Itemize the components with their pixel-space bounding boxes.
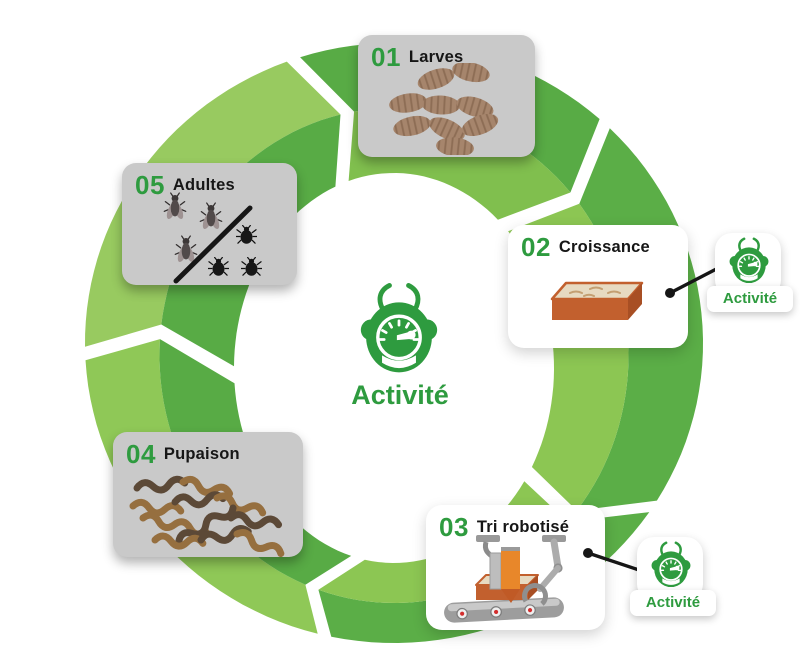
stage-label: Tri robotisé: [476, 517, 570, 536]
stage-label: Pupaison: [163, 444, 240, 463]
stage-card-03-tri-robotise: 03 Tri robotisé: [426, 505, 605, 630]
bug-gauge-icon: [346, 282, 452, 380]
bug-gauge-icon: [722, 237, 776, 287]
pupae-illustration: [113, 460, 303, 557]
badge-label: Activité: [707, 286, 793, 312]
stage-card-header: 03 Tri robotisé: [426, 505, 605, 540]
stage-card-header: 01 Larves: [358, 35, 535, 70]
stage-label: Croissance: [558, 237, 650, 256]
stage-card-header: 05 Adultes: [122, 163, 297, 198]
badge-label: Activité: [630, 590, 716, 616]
stage-number: 01: [371, 42, 401, 72]
stage-card-02-croissance: 02 Croissance: [508, 225, 688, 348]
stage-label: Larves: [408, 47, 464, 66]
stage-card-04-pupaison: 04 Pupaison: [113, 432, 303, 557]
stage-number: 03: [439, 512, 469, 542]
robot-sorting-illustration: [444, 535, 566, 623]
stage-card-header: 02 Croissance: [508, 225, 688, 260]
activity-badge-tri: Activité: [630, 537, 722, 619]
activity-badge-croissance: Activité: [707, 233, 799, 313]
ring-segment-4-outer: [85, 339, 318, 634]
stage-card-header: 04 Pupaison: [113, 432, 303, 467]
stage-number: 04: [126, 439, 156, 469]
center-label: Activité: [351, 380, 449, 410]
separator-slash: [173, 205, 253, 284]
bug-gauge-icon: [644, 541, 698, 591]
larvae-illustration: [389, 63, 499, 155]
stage-card-05-adultes: 05 Adultes: [122, 163, 297, 285]
stage-label: Adultes: [172, 175, 235, 194]
stage-number: 05: [135, 170, 165, 200]
stage-card-01-larves: 01 Larves: [358, 35, 535, 157]
adults-flies-beetles-illustration: [163, 192, 262, 284]
ring-segment-4-inner: [159, 339, 352, 585]
crate-illustration: [550, 281, 644, 320]
stage-number: 02: [521, 232, 551, 262]
